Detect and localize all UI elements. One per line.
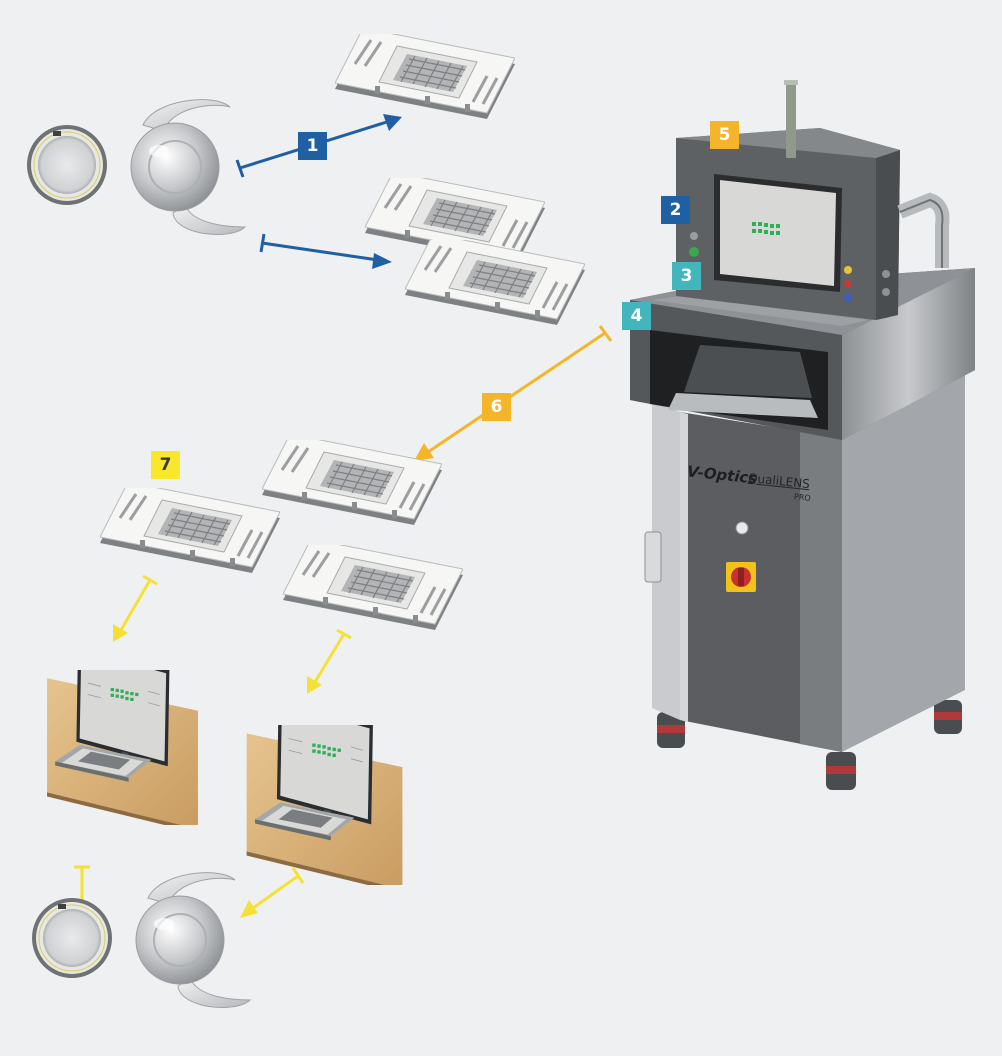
lens-output: [31, 871, 251, 1009]
step-badge-2: 2: [661, 196, 690, 224]
lens-input: [26, 98, 246, 236]
arrow-desk-to-lens: [240, 867, 305, 918]
machine-feet: [657, 700, 962, 790]
step-badge-7: 7: [151, 451, 180, 479]
screen-indicators: [752, 222, 780, 235]
arrow-machine-to-tray: [414, 325, 613, 461]
workstation-left: [46, 670, 199, 825]
tray-top: [335, 34, 515, 119]
step-badge-5: 5: [710, 121, 739, 149]
arrow-tray-to-desk-right: [307, 628, 352, 694]
tray-stack-lower: [405, 240, 585, 325]
arrow-tray-to-desk-left: [113, 574, 158, 642]
arrow-lens-to-tray-stack: [259, 233, 392, 269]
tray-manual-left: [100, 488, 280, 573]
step-badge-6: 6: [482, 393, 511, 421]
step-badge-3: 3: [672, 262, 701, 290]
step-badge-4: 4: [622, 302, 651, 330]
workstation-right: [246, 725, 403, 885]
tray-inspected: [262, 440, 442, 525]
inspection-machine: [630, 80, 975, 790]
machine-product-suffix: PRO: [793, 492, 812, 503]
step-badge-1: 1: [298, 132, 327, 160]
tray-manual-right: [283, 545, 463, 630]
